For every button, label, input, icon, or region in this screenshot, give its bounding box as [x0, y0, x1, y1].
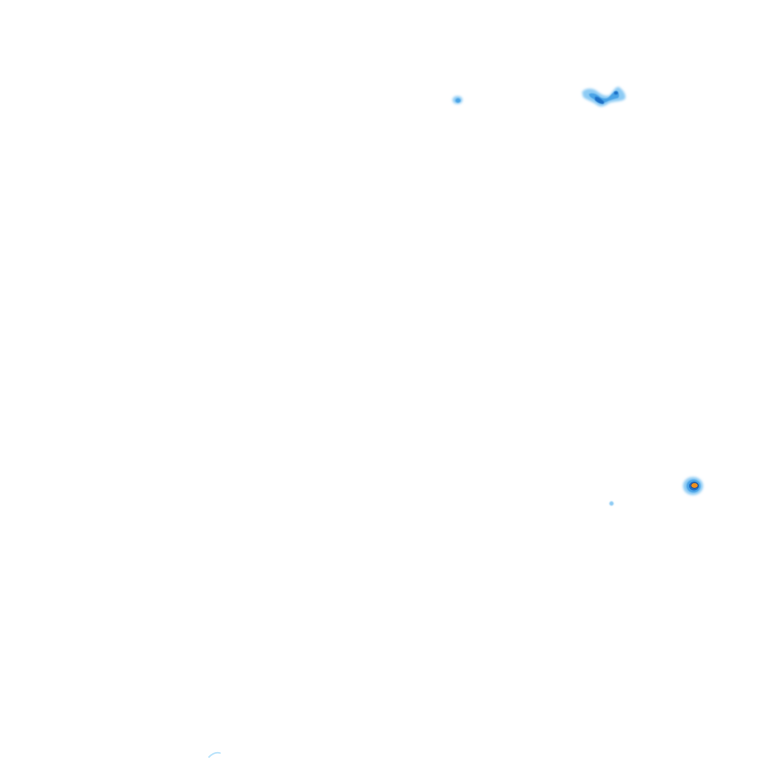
- precip-cell-north-cluster: [582, 86, 626, 107]
- precip-cell-north-small: [452, 96, 463, 104]
- precip-cell-east-storm: [683, 477, 703, 495]
- precip-cell-south-west-fragment: [208, 751, 221, 758]
- precip-cell-east-speck: [609, 501, 614, 506]
